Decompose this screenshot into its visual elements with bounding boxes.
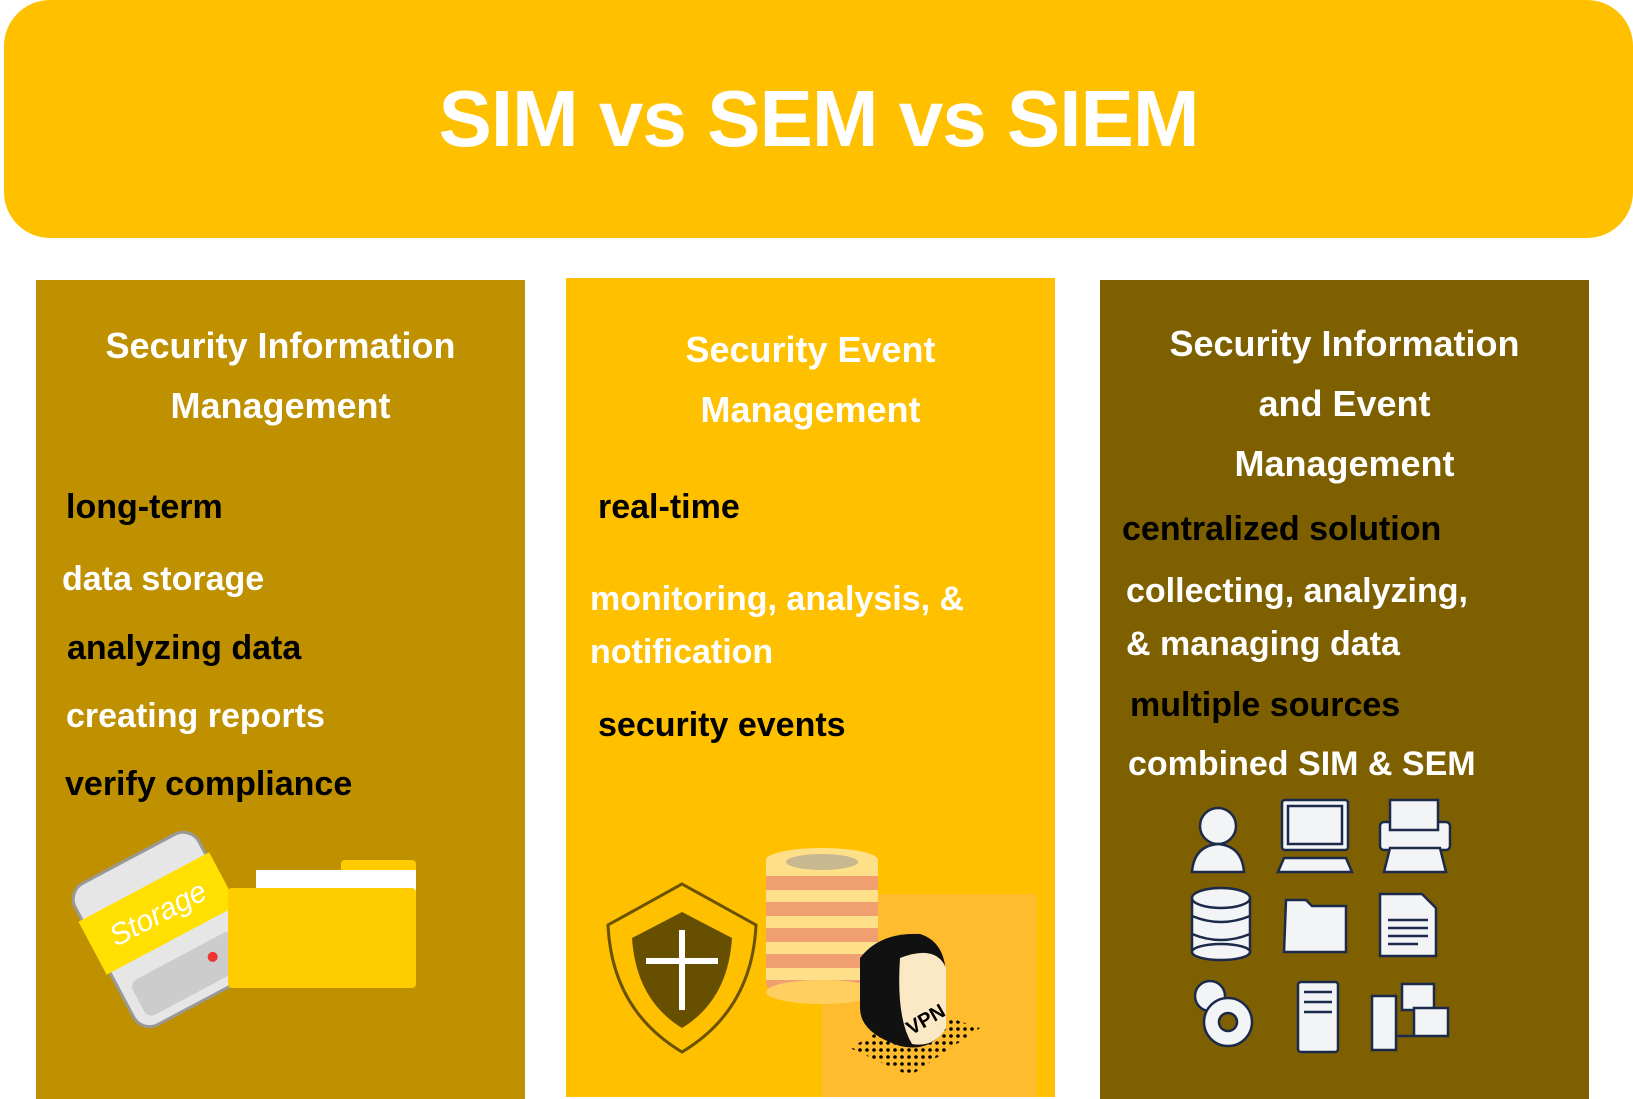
sem-title: Security Event Management (566, 320, 1055, 440)
sem-item: real-time (598, 488, 740, 526)
siem-title-line: Management (1234, 443, 1455, 484)
sem-title-line: Security Event (685, 329, 936, 370)
sim-title-line: Management (170, 385, 391, 426)
sem-item: monitoring, analysis, & (590, 580, 965, 618)
siem-item: combined SIM & SEM (1128, 745, 1476, 783)
siem-item: multiple sources (1130, 686, 1401, 724)
sim-item: analyzing data (67, 629, 302, 667)
siem-item: & managing data (1126, 625, 1400, 663)
sim-panel: Security Information Management long-ter… (36, 280, 525, 1099)
siem-item: centralized solution (1122, 510, 1442, 548)
sem-panel: Security Event Management real-time moni… (566, 278, 1055, 1097)
sem-title-line: Management (700, 389, 921, 430)
sim-item: creating reports (66, 697, 325, 735)
sim-title: Security Information Management (36, 316, 525, 436)
database-icon (1190, 886, 1252, 962)
siem-item: collecting, analyzing, (1126, 572, 1468, 610)
siem-panel: Security Information and Event Managemen… (1100, 280, 1589, 1099)
folder-icon (1282, 898, 1348, 954)
sem-item: notification (590, 633, 774, 671)
sim-item: data storage (62, 560, 265, 598)
sem-item: security events (598, 706, 846, 744)
page-title: SIM vs SEM vs SIEM (438, 74, 1199, 163)
siem-icon-grid (1190, 798, 1452, 1054)
user-icon (1190, 806, 1246, 874)
document-icon (1378, 892, 1438, 958)
siem-title-line: and Event (1258, 383, 1431, 424)
siem-title-line: Security Information (1169, 323, 1520, 364)
server-icon (1296, 980, 1340, 1054)
title-banner: SIM vs SEM vs SIEM (4, 0, 1633, 238)
computer-icon (1276, 798, 1354, 874)
sim-title-line: Security Information (105, 325, 456, 366)
gears-icon (1193, 979, 1254, 1048)
storage-drive-icon: Storage (71, 830, 261, 1029)
siem-title: Security Information and Event Managemen… (1100, 314, 1589, 494)
database-stack-icon (766, 848, 878, 1004)
printer-icon (1378, 798, 1452, 874)
folder-icon (228, 860, 416, 988)
vpn-icon: VPN (850, 933, 980, 1076)
sim-item: verify compliance (65, 765, 353, 803)
sim-item: long-term (66, 488, 223, 526)
network-icon (1370, 982, 1450, 1052)
shield-icon (606, 882, 758, 1054)
